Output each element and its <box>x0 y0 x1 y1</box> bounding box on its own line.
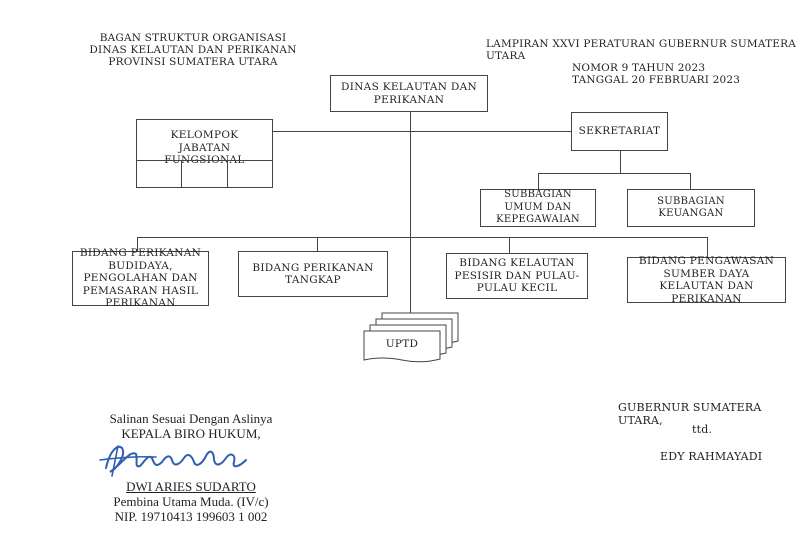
bidang-tangkap-box: BIDANG PERIKANAN TANGKAP <box>238 251 388 297</box>
sekretariat-down-connector <box>620 150 621 174</box>
kjf-cells <box>137 160 272 187</box>
uptd-label: UPTD <box>385 338 419 350</box>
bidang-budidaya-box: BIDANG PERIKANAN BUDIDAYA, PENGOLAHAN DA… <box>72 247 209 309</box>
sekretariat-label: SEKRETARIAT <box>578 125 661 138</box>
governor-name: EDY RAHMAYADI <box>660 450 763 463</box>
lampiran-line: LAMPIRAN XXVI PERATURAN GUBERNUR SUMATER… <box>486 38 797 62</box>
kjf-box: KELOMPOK JABATAN FUNGSIONAL <box>136 119 273 188</box>
subbagian-connector <box>538 173 691 174</box>
dinas-head-box: DINAS KELAUTAN DAN PERIKANAN <box>330 75 488 112</box>
signatory-nip: NIP. 19710413 199603 1 002 <box>114 509 268 524</box>
bidang-budidaya-label: BIDANG PERIKANAN BUDIDAYA, PENGOLAHAN DA… <box>79 247 202 310</box>
left-signature-block: Salinan Sesuai Dengan Aslinya KEPALA BIR… <box>66 411 316 441</box>
title-line-3: PROVINSI SUMATERA UTARA <box>108 56 278 68</box>
tanggal-line: TANGGAL 20 FEBRUARI 2023 <box>572 74 741 86</box>
bid1-drop <box>137 237 138 251</box>
subbagian-umum-box: SUBBAGIAN UMUM DAN KEPEGAWAIAN <box>480 189 596 227</box>
governor-title: GUBERNUR SUMATERA UTARA, <box>618 401 762 427</box>
subbagian-keuangan-box: SUBBAGIAN KEUANGAN <box>627 189 755 227</box>
subbagian-keuangan-label: SUBBAGIAN KEUANGAN <box>657 195 725 220</box>
kjf-cell-2 <box>182 161 228 187</box>
nomor-line: NOMOR 9 TAHUN 2023 <box>572 62 706 74</box>
document-title-block: BAGAN STRUKTUR ORGANISASI DINAS KELAUTAN… <box>68 32 318 68</box>
title-line-1: BAGAN STRUKTUR ORGANISASI <box>99 32 287 44</box>
kjf-cell-3 <box>228 161 272 187</box>
certified-copy-line: Salinan Sesuai Dengan Aslinya <box>109 411 273 426</box>
handwritten-signature <box>99 445 247 477</box>
bidang-pengawasan-box: BIDANG PENGAWASAN SUMBER DAYA KELAUTAN D… <box>627 255 786 305</box>
left-signatory-block: DWI ARIES SUDARTO Pembina Utama Muda. (I… <box>66 479 316 524</box>
uptd-stack-icon <box>363 312 459 363</box>
title-line-2: DINAS KELAUTAN DAN PERIKANAN <box>89 44 297 56</box>
bid2-drop <box>317 237 318 251</box>
ttd-mark: ttd. <box>692 423 713 436</box>
main-vertical-connector <box>410 111 411 329</box>
dinas-head-label: DINAS KELAUTAN DAN PERIKANAN <box>341 81 477 106</box>
signatory-name: DWI ARIES SUDARTO <box>126 479 256 494</box>
sekretariat-box: SEKRETARIAT <box>571 112 668 151</box>
bid3-drop <box>509 237 510 253</box>
sub-keuangan-drop <box>690 173 691 189</box>
regulation-reference-block: LAMPIRAN XXVI PERATURAN GUBERNUR SUMATER… <box>486 38 806 86</box>
kjf-sekretariat-connector <box>272 131 572 132</box>
subbagian-umum-label: SUBBAGIAN UMUM DAN KEPEGAWAIAN <box>496 189 580 226</box>
bidang-kelautan-box: BIDANG KELAUTAN PESISIR DAN PULAU-PULAU … <box>446 253 588 299</box>
bidang-pengawasan-label: BIDANG PENGAWASAN SUMBER DAYA KELAUTAN D… <box>638 255 775 305</box>
bidang-tangkap-label: BIDANG PERIKANAN TANGKAP <box>252 261 374 287</box>
bid4-drop <box>707 237 708 257</box>
signatory-rank: Pembina Utama Muda. (IV/c) <box>113 494 269 509</box>
sub-umum-drop <box>538 173 539 189</box>
kjf-cell-1 <box>137 161 183 187</box>
bidang-connector <box>137 237 708 238</box>
biro-hukum-title: KEPALA BIRO HUKUM, <box>121 426 261 441</box>
bidang-kelautan-label: BIDANG KELAUTAN PESISIR DAN PULAU-PULAU … <box>454 257 580 295</box>
